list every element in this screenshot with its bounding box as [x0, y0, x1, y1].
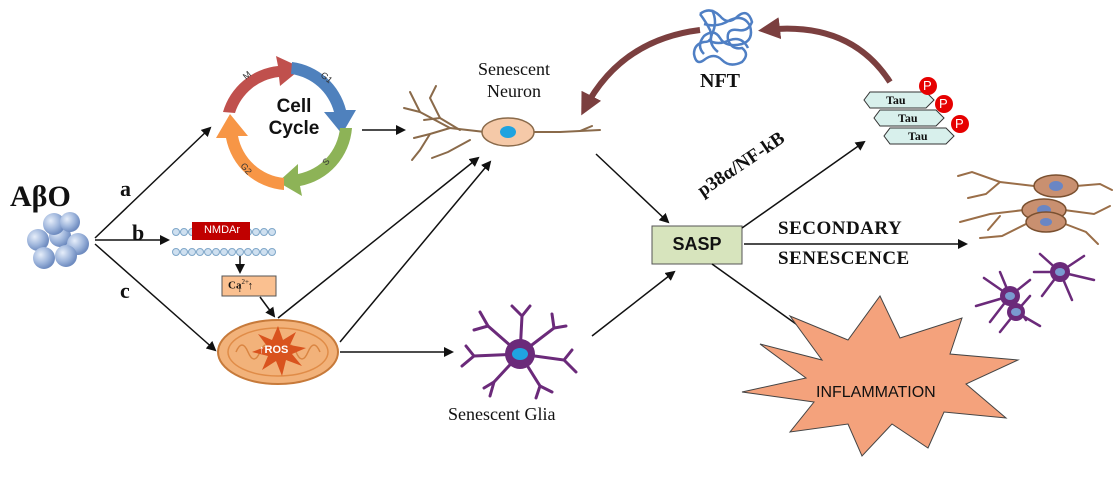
cell-cycle-m-arc — [223, 56, 302, 113]
tau-label-1: Tau — [886, 93, 906, 107]
arrow-neuron-to-sasp — [595, 153, 670, 224]
pathway-letter-a: a — [120, 176, 131, 201]
cell-cycle-s-arc — [278, 128, 352, 196]
phospho-label-2: P — [939, 96, 948, 111]
sasp-box — [651, 225, 743, 265]
pathway-letter-c: c — [120, 278, 130, 303]
cell-cycle-title-line2: Cycle — [268, 118, 320, 139]
branch-arrows — [94, 126, 217, 352]
arrow-mito-to-neuron-1 — [277, 156, 480, 319]
nmdar-membrane-icon — [172, 222, 276, 256]
sasp-label: SASP — [672, 234, 722, 254]
inflammation-label: INFLAMMATION — [816, 384, 936, 401]
senescent-glia-icon — [460, 304, 578, 400]
ros-burst-icon — [252, 326, 306, 376]
abo-oligomer-icon — [27, 212, 89, 269]
senescent-glia-label: Senescent Glia — [448, 404, 556, 424]
senescent-neuron-line1: Senescent — [478, 59, 550, 79]
calcium-box — [221, 275, 277, 297]
phospho-circle-2 — [935, 95, 953, 113]
secondary-line2: SENESCENCE — [778, 248, 910, 269]
calcium-sub: i — [238, 285, 241, 294]
phospho-label-3: P — [955, 116, 964, 131]
phase-s-label: S — [320, 156, 331, 167]
calcium-arrow: ↑ — [247, 279, 254, 292]
tau-stack-icon — [863, 77, 969, 145]
phospho-label-1: P — [923, 78, 932, 93]
senescent-neuron-label: Senescent Neuron — [454, 58, 574, 102]
cell-cycle-diagram: M G1 S G2 — [216, 56, 356, 196]
mitochondria-icon — [217, 319, 339, 385]
secondary-glia-icon — [974, 252, 1096, 334]
arrow-c — [94, 243, 217, 352]
tau-box-2 — [873, 109, 945, 127]
tau-label-2: Tau — [898, 111, 918, 125]
arrow-glia-to-sasp — [591, 270, 676, 337]
inflammation-burst-shape — [741, 295, 1020, 457]
arrow-sasp-to-tau — [741, 140, 866, 229]
nft-tangle-icon — [692, 9, 754, 66]
cell-cycle-g1-arc — [291, 62, 356, 134]
secondary-line1: SECONDARY — [778, 218, 903, 239]
secondary-neurons-icon — [957, 170, 1113, 245]
cell-cycle-g2-arc — [216, 114, 284, 190]
nmdar-label: NMDAr — [203, 224, 241, 236]
ros-label: ↑ROS — [259, 344, 289, 356]
pathway-letter-b: b — [132, 220, 145, 245]
secondary-senescence-label: SECONDARY SENESCENCE — [778, 214, 910, 274]
abo-label: AβO — [10, 180, 71, 213]
senescent-neuron-icon — [403, 85, 601, 161]
arrow-calcium-to-mito — [259, 296, 276, 318]
arrow-tau-to-nft — [758, 17, 893, 84]
arrow-mito-to-neuron-2 — [339, 160, 492, 343]
cell-cycle-title: Cell Cycle — [254, 96, 334, 140]
nft-label: NFT — [700, 70, 740, 92]
cell-cycle-title-line1: Cell — [276, 96, 312, 117]
phospho-circle-3 — [951, 115, 969, 133]
calcium-sup: 2+ — [241, 278, 249, 286]
arrow-a — [94, 126, 212, 239]
senescent-neuron-line2: Neuron — [487, 81, 541, 101]
arrow-nft-to-neuron — [581, 27, 701, 116]
phospho-circle-1 — [919, 77, 937, 95]
tau-label-3: Tau — [908, 129, 928, 143]
calcium-label: Ca2+i ↑ — [228, 278, 253, 294]
tau-box-3 — [883, 127, 955, 145]
calcium-base: Ca — [228, 279, 242, 292]
